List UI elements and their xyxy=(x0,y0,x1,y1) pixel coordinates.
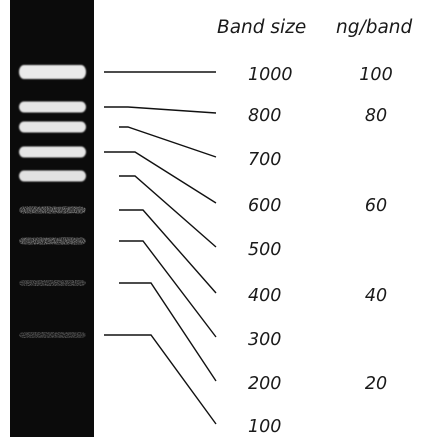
band-size-label: 100 xyxy=(248,417,281,437)
gel-band-500 xyxy=(19,170,86,182)
leader-line-500 xyxy=(119,175,217,248)
band-size-label: 500 xyxy=(248,240,281,260)
gel-band-300 xyxy=(19,237,86,245)
band-size-label: 700 xyxy=(248,150,281,170)
leader-line-400 xyxy=(119,209,217,294)
gel-band-700 xyxy=(19,121,86,133)
leader-line-700 xyxy=(119,126,217,158)
band-size-label: 300 xyxy=(248,330,281,350)
gel-bands xyxy=(19,65,86,338)
ng-per-band-label: 40 xyxy=(365,286,387,306)
band-size-label: 800 xyxy=(248,106,281,126)
ng-per-band-label: 60 xyxy=(365,196,387,216)
gel-band-400 xyxy=(19,206,86,214)
leader-line-100 xyxy=(104,334,217,425)
leader-line-300 xyxy=(119,240,217,338)
gel-band-1000 xyxy=(19,65,86,79)
ng-per-band-label: 80 xyxy=(365,106,387,126)
gel-band-800 xyxy=(19,101,86,113)
leader-line-600 xyxy=(104,151,217,204)
band-size-label: 1000 xyxy=(248,65,293,85)
gel-band-200 xyxy=(19,280,86,286)
ng-per-band-header: ng/band xyxy=(336,17,413,38)
leader-line-200 xyxy=(119,282,217,382)
band-labels: 1000 100 800 80 700 600 60 500 400 40 300 200 20 100 xyxy=(248,65,393,437)
gel-band-600 xyxy=(19,146,86,158)
band-size-label: 200 xyxy=(248,374,281,394)
band-size-header: Band size xyxy=(217,17,306,38)
band-size-label: 400 xyxy=(248,286,281,306)
leader-line-800 xyxy=(104,106,217,114)
leader-lines xyxy=(104,71,217,425)
ng-per-band-label: 100 xyxy=(359,65,392,85)
band-size-label: 600 xyxy=(248,196,281,216)
ng-per-band-label: 20 xyxy=(365,374,387,394)
gel-band-100 xyxy=(19,332,86,338)
